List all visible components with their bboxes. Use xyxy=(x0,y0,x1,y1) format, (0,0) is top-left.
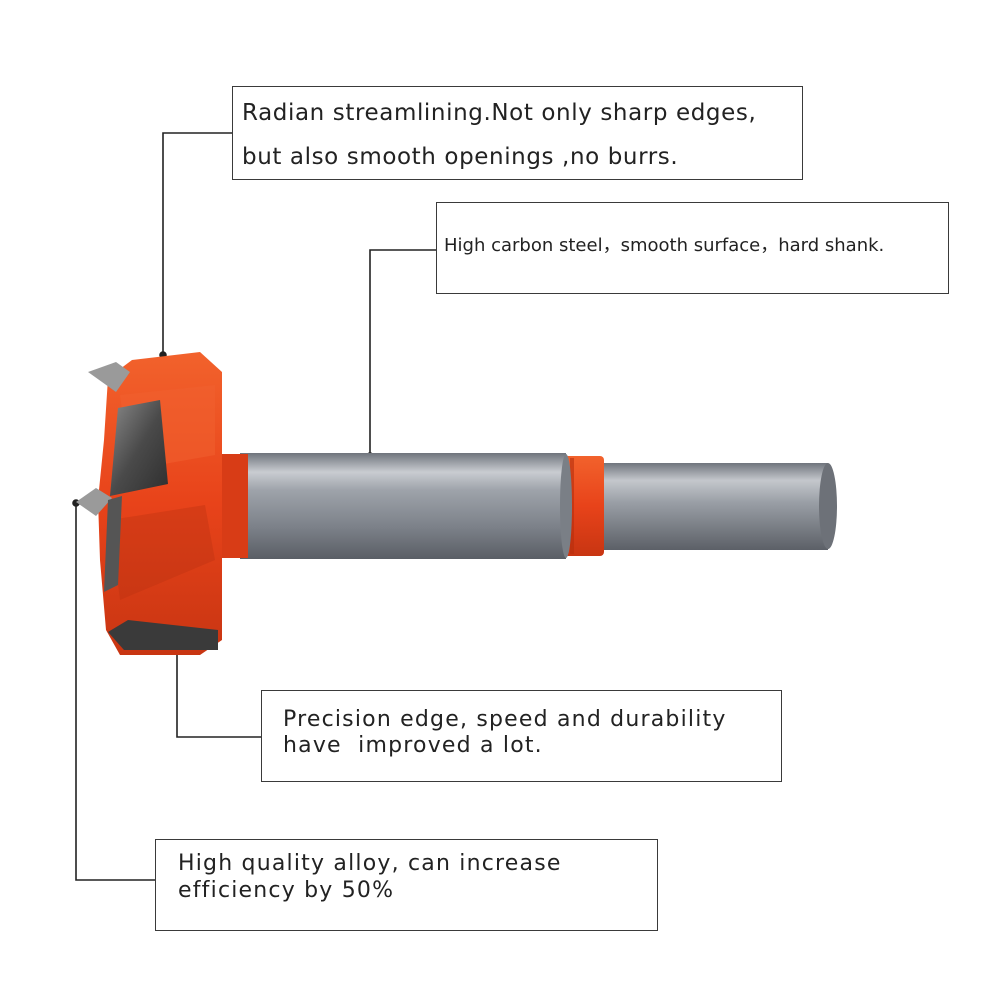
callout-alloy-line2: efficiency by 50% xyxy=(178,878,395,903)
callout-precision-edge-line1: Precision edge, speed and durability xyxy=(283,707,727,732)
callout-carbon-steel: High carbon steel，smooth surface，hard sh… xyxy=(436,202,949,294)
callout-streamlining-line2: but also smooth openings ,no burrs. xyxy=(242,144,679,170)
carbide-blades xyxy=(76,362,218,650)
leader-shank xyxy=(369,249,436,456)
blade-bottom xyxy=(108,620,218,650)
blade-top-center xyxy=(110,400,168,496)
blade-top-spur xyxy=(88,362,130,392)
callout-streamlining-line1: Radian streamlining.Not only sharp edges… xyxy=(242,100,757,126)
callout-alloy-line1: High quality alloy, can increase xyxy=(178,851,562,876)
main-shank xyxy=(240,453,572,559)
callout-alloy: High quality alloy, can increase efficie… xyxy=(155,839,658,931)
callout-precision-edge-line2: have improved a lot. xyxy=(283,733,543,758)
callout-carbon-steel-line1: High carbon steel，smooth surface，hard sh… xyxy=(444,235,885,256)
tail-shank xyxy=(600,463,837,550)
leader-top xyxy=(162,132,232,355)
callout-streamlining: Radian streamlining.Not only sharp edges… xyxy=(232,86,803,180)
blade-lower-spur xyxy=(76,488,112,516)
leader-alloy xyxy=(75,503,155,881)
callout-precision-edge: Precision edge, speed and durability hav… xyxy=(261,690,782,782)
